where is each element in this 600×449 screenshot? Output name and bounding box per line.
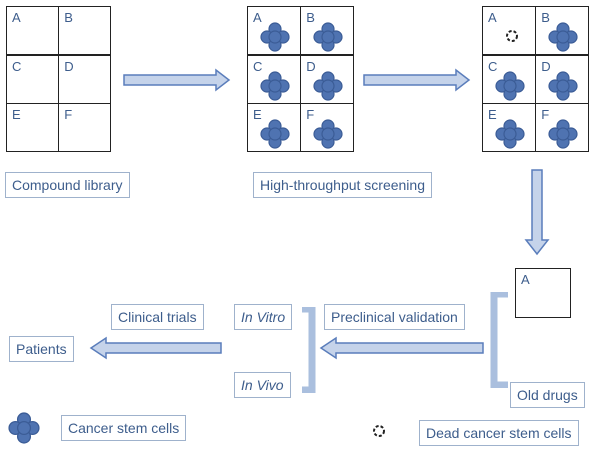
grid-cell-label: D — [306, 58, 316, 74]
cancer-stem-cell-icon — [8, 412, 40, 444]
result-grid: A B C D E F — [482, 6, 589, 152]
old-drugs-label: Old drugs — [510, 382, 585, 408]
grid-cell-label: A — [253, 10, 262, 25]
grid-cell-label: C — [253, 58, 263, 74]
dead-cancer-stem-cell-icon — [505, 29, 519, 43]
patients-label: Patients — [9, 336, 74, 362]
preclinical-validation-label: Preclinical validation — [324, 304, 465, 330]
cancer-stem-cell-icon — [548, 22, 578, 52]
grid-cell: A — [7, 7, 58, 54]
grid-cell-label: B — [306, 10, 315, 25]
grid-cell: B — [59, 7, 110, 54]
grid-cell-label: B — [541, 10, 550, 25]
dead-cancer-stem-cell-icon — [372, 424, 386, 438]
cancer-stem-cell-icon — [313, 70, 343, 101]
grid-cell-label: C — [488, 58, 498, 74]
arrow-library-to-screening — [123, 68, 231, 92]
grid-cell: E — [483, 104, 535, 151]
grid-cell-label: E — [253, 107, 262, 122]
grid-cell-label: F — [541, 107, 550, 122]
arrow-results-to-selected — [524, 169, 550, 256]
cancer-stem-cell-icon — [495, 119, 525, 149]
grid-cell: C — [483, 55, 535, 103]
grid-cell-label: A — [488, 10, 497, 25]
in-vivo-label: In Vivo — [234, 372, 291, 398]
grid-cell: C — [7, 55, 58, 103]
cancer-stem-cell-icon — [313, 22, 343, 52]
grid-cell: F — [536, 104, 588, 151]
cancer-stem-cell-icon — [313, 119, 343, 149]
legend-dead-cancer-stem-cells: Dead cancer stem cells — [419, 420, 579, 446]
grid-cell-label: D — [64, 58, 74, 74]
selected-compound-box: A — [515, 268, 571, 318]
grid-cell: A — [248, 7, 300, 54]
grid-cell: B — [536, 7, 588, 54]
cancer-stem-cell-icon — [260, 70, 290, 101]
compound-library-label: Compound library — [5, 172, 130, 198]
grid-cell: F — [59, 104, 110, 151]
legend-cancer-stem-cells: Cancer stem cells — [61, 415, 187, 441]
grid-cell: B — [301, 7, 353, 54]
cancer-stem-cell-icon — [495, 70, 525, 101]
grid-cell: D — [59, 55, 110, 103]
grid-cell-label: C — [12, 58, 22, 74]
grid-cell-label: F — [306, 107, 315, 122]
grid-cell: E — [248, 104, 300, 151]
grid-cell: C — [248, 55, 300, 103]
high-throughput-screening-label: High-throughput screening — [253, 172, 432, 198]
grid-cell-label: B — [64, 10, 73, 25]
compound-library-grid: A B C D E F — [6, 6, 111, 152]
grid-cell-label: F — [64, 107, 73, 122]
grid-cell-label: E — [488, 107, 497, 122]
grid-cell: D — [536, 55, 588, 103]
grid-cell: F — [301, 104, 353, 151]
arrow-screening-to-results — [363, 68, 471, 92]
clinical-trials-label: Clinical trials — [111, 304, 204, 330]
grid-cell-label: E — [12, 107, 21, 122]
grid-cell: D — [301, 55, 353, 103]
arrow-to-preclinical — [319, 336, 484, 360]
in-vitro-label: In Vitro — [234, 304, 293, 330]
cancer-stem-cell-icon — [260, 22, 290, 52]
grid-cell: A — [483, 7, 535, 54]
cancer-stem-cell-icon — [548, 70, 578, 101]
grid-cell: E — [7, 104, 58, 151]
arrow-to-patients — [89, 336, 222, 360]
grid-cell-label: D — [541, 58, 551, 74]
validation-bracket — [302, 307, 316, 393]
cancer-stem-cell-icon — [548, 119, 578, 149]
cancer-stem-cell-icon — [260, 119, 290, 149]
old-drugs-bracket — [490, 292, 508, 388]
selected-compound-label: A — [521, 272, 530, 287]
grid-cell-label: A — [12, 10, 21, 25]
screening-grid: A B C D E F — [247, 6, 354, 152]
